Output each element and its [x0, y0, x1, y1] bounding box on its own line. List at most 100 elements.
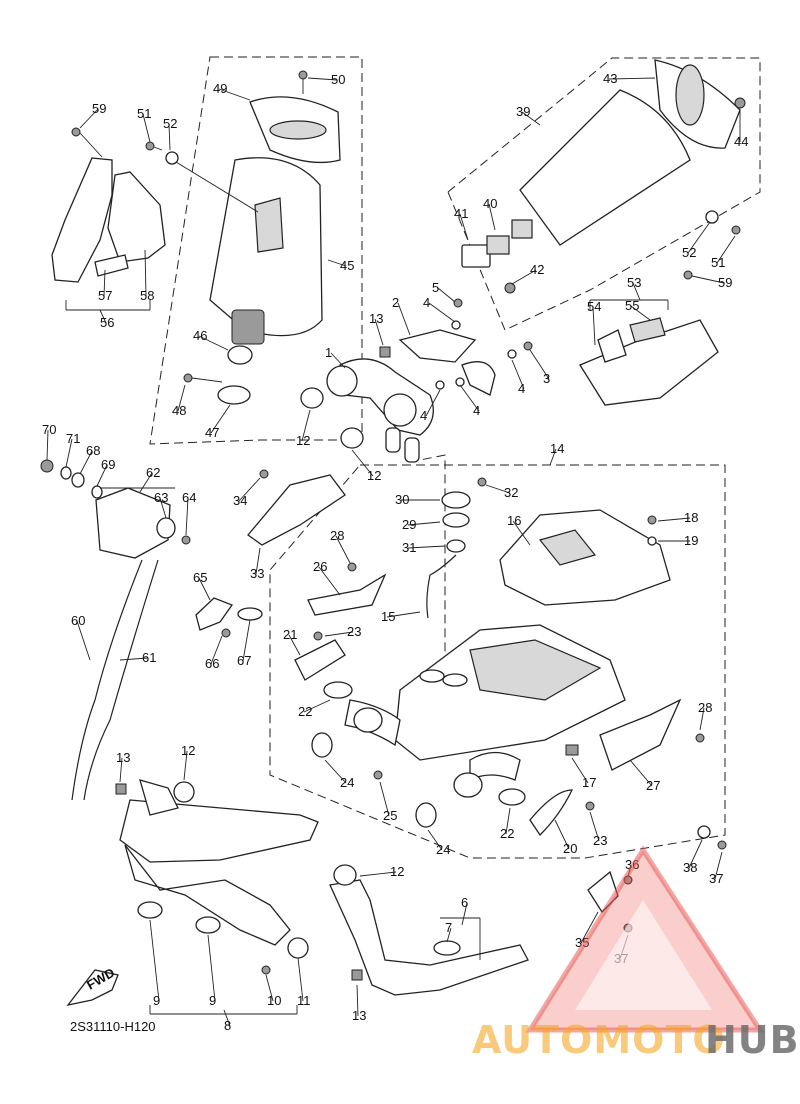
- joint-pipe-guard: [461, 361, 496, 396]
- leader-line-27: [629, 759, 653, 787]
- leader-line-35: [580, 911, 599, 944]
- leader-line-48: [177, 384, 186, 412]
- callout-4: 4: [518, 381, 525, 396]
- heat-protector-33: [247, 469, 346, 546]
- leader-line-64: [185, 497, 189, 536]
- leader-line-59: [79, 108, 99, 129]
- leader-line-33: [255, 547, 261, 575]
- leader-line-12: [351, 449, 374, 477]
- fwd-arrow-icon: [66, 969, 119, 1006]
- bolt-51-head: [145, 141, 155, 151]
- exhaust-pipe-lower: [124, 844, 291, 946]
- gasket-12a: [300, 387, 324, 409]
- leader-line-38: [688, 839, 703, 869]
- callout-19: 19: [684, 533, 698, 548]
- callout-15: 15: [381, 609, 395, 624]
- exhaust-pipe-6: [329, 864, 529, 996]
- callout-59: 59: [92, 101, 106, 116]
- leader-line-43: [608, 77, 656, 80]
- leader-line-68: [79, 450, 93, 475]
- right-heat-shield-bracket: [629, 317, 666, 343]
- bolt-28b-head: [695, 733, 705, 743]
- clamp-9a: [137, 901, 163, 919]
- leader-line-22: [505, 807, 511, 835]
- gasket-46: [227, 345, 253, 365]
- leader-line-23: [324, 631, 354, 637]
- callout-51: 51: [137, 106, 151, 121]
- gasket-12c: [173, 781, 195, 803]
- reference-code: 2S31110-H120: [70, 1019, 156, 1034]
- callout-7: 7: [445, 920, 452, 935]
- callout-24: 24: [436, 842, 450, 857]
- callout-67: 67: [237, 653, 251, 668]
- heat-shield-pad: [94, 254, 129, 277]
- leader-line-4: [425, 389, 441, 417]
- leader-line-62: [139, 472, 153, 493]
- bolt-64-head: [181, 535, 191, 545]
- leader-line-13: [119, 757, 123, 783]
- leader-line-52: [168, 123, 171, 151]
- clamp-7: [433, 940, 461, 956]
- callout-49: 49: [213, 81, 227, 96]
- right-heat-shield-group: [579, 317, 719, 406]
- leader-line-46: [198, 335, 229, 351]
- leader-line-4: [459, 384, 480, 412]
- leader-line-7: [446, 927, 452, 943]
- callout-32: 32: [504, 485, 518, 500]
- leader-line-9: [149, 919, 160, 1002]
- leader-line-47: [210, 404, 231, 434]
- joint-pipe-1: [339, 358, 434, 436]
- callout-47: 47: [205, 425, 219, 440]
- callout-16: 16: [507, 513, 521, 528]
- callout-23: 23: [347, 624, 361, 639]
- joint-pipe-inlet-2: [383, 393, 417, 427]
- callout-44: 44: [734, 134, 748, 149]
- joint-pipe-cover-2: [398, 329, 477, 363]
- bracket-26: [307, 573, 387, 616]
- washer-38: [697, 825, 711, 839]
- leader-line-4: [428, 302, 456, 323]
- leader-line-71: [65, 438, 73, 468]
- muffler-bracket-41: [461, 244, 491, 268]
- callout-28: 28: [330, 528, 344, 543]
- leader-line-54: [592, 306, 596, 346]
- callout-65: 65: [193, 570, 207, 585]
- callout-37: 37: [709, 871, 723, 886]
- leader-line-45: [327, 259, 347, 267]
- cable-60: [71, 559, 143, 801]
- o2-sensor-15: [426, 554, 457, 619]
- leader-line-50: [307, 77, 338, 81]
- leader-line-26: [318, 566, 341, 596]
- bolt-44-head: [734, 97, 746, 109]
- washer-4b: [435, 380, 445, 390]
- chamber-inlet-a: [419, 669, 445, 683]
- callout-30: 30: [395, 492, 409, 507]
- exhaust-flange: [139, 779, 179, 816]
- bolt-70-head: [40, 459, 54, 473]
- callout-53: 53: [627, 275, 641, 290]
- callout-51: 51: [711, 255, 725, 270]
- washer-4a: [451, 320, 461, 330]
- callout-12: 12: [390, 864, 404, 879]
- gasket-11: [287, 937, 309, 959]
- leader-line-9: [207, 934, 216, 1002]
- leader-line-60: [76, 620, 91, 661]
- automotohub-watermark: AUTOMOTO HUB: [472, 845, 799, 1062]
- leader-line-28: [699, 707, 705, 731]
- gasket-12b: [340, 427, 364, 449]
- leader-line-21: [288, 634, 301, 656]
- end-cap-inner: [269, 120, 327, 140]
- left-heat-shield-bracket: [107, 171, 166, 263]
- callout-45: 45: [340, 258, 354, 273]
- callout-21: 21: [283, 627, 297, 642]
- callout-34: 34: [233, 493, 247, 508]
- leader-line-70: [46, 429, 49, 461]
- gasket-12d: [333, 864, 357, 886]
- callout-27: 27: [646, 778, 660, 793]
- right-end-cap-inner: [675, 64, 705, 126]
- callout-13: 13: [116, 750, 130, 765]
- callout-64: 64: [182, 490, 196, 505]
- chamber-inlet-b: [442, 673, 468, 687]
- callout-58: 58: [140, 288, 154, 303]
